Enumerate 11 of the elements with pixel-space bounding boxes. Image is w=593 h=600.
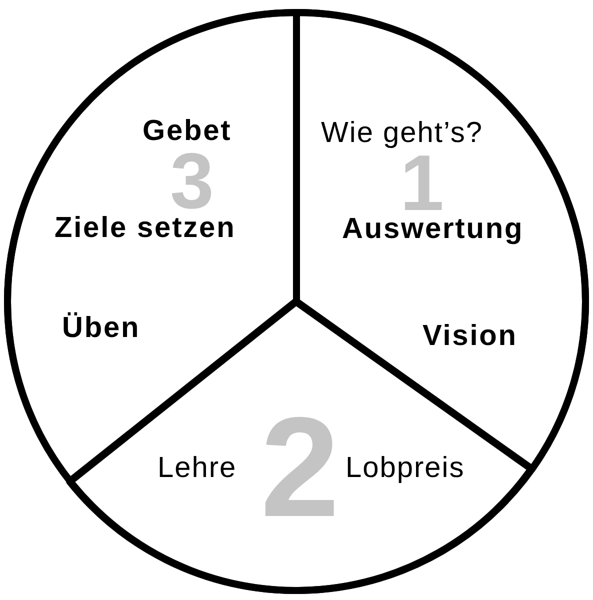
- sector-number: 2: [260, 413, 340, 524]
- sector-label: Lobpreis: [345, 453, 465, 485]
- sector-label: Gebet: [142, 116, 232, 148]
- sector-number: 3: [170, 150, 214, 212]
- sector-label: Vision: [422, 321, 518, 353]
- sector-label: Üben: [62, 313, 140, 345]
- sector-label: Lehre: [157, 453, 237, 485]
- sector-label: Wie geht’s?: [321, 118, 483, 150]
- sector-number: 1: [400, 152, 444, 214]
- sector-label: Auswertung: [342, 214, 524, 246]
- sector-label: Ziele setzen: [54, 213, 236, 245]
